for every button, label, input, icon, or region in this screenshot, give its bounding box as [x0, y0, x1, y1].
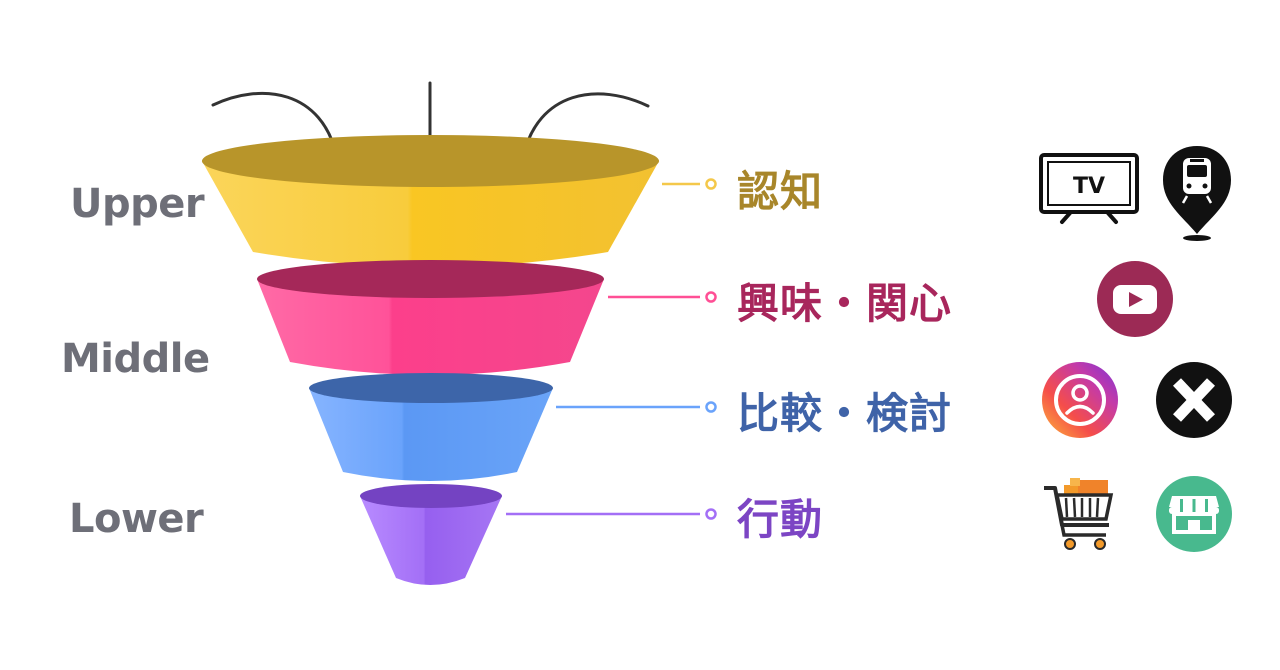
youtube-icon	[1097, 261, 1173, 337]
funnel-layer-action	[360, 484, 502, 585]
stage-action: 行動	[737, 495, 824, 544]
funnel-layer-awareness	[201, 135, 660, 267]
left-curved-arrow	[211, 91, 339, 159]
x-icon	[1156, 362, 1232, 438]
connector-awareness	[662, 178, 717, 190]
label-middle: Middle	[61, 336, 210, 382]
connector-action	[506, 508, 717, 520]
funnel-layer-interest	[257, 260, 604, 375]
instagram-icon	[1042, 362, 1118, 438]
train-location-icon	[1163, 146, 1231, 241]
store-icon	[1156, 476, 1232, 552]
stage-comparison: 比較・検討	[737, 389, 953, 438]
label-upper: Upper	[70, 181, 205, 227]
connector-interest	[608, 291, 717, 303]
funnel-layer-comparison	[309, 373, 553, 481]
stage-interest: 興味・関心	[737, 279, 953, 328]
label-lower: Lower	[69, 496, 204, 542]
connector-comparison	[556, 401, 717, 413]
right-curved-arrow	[521, 92, 650, 159]
shopping-cart-icon	[1044, 478, 1114, 550]
tv-icon: TV	[1039, 153, 1139, 224]
stage-awareness: 認知	[737, 167, 824, 216]
tv-icon-text: TV	[1073, 174, 1105, 199]
